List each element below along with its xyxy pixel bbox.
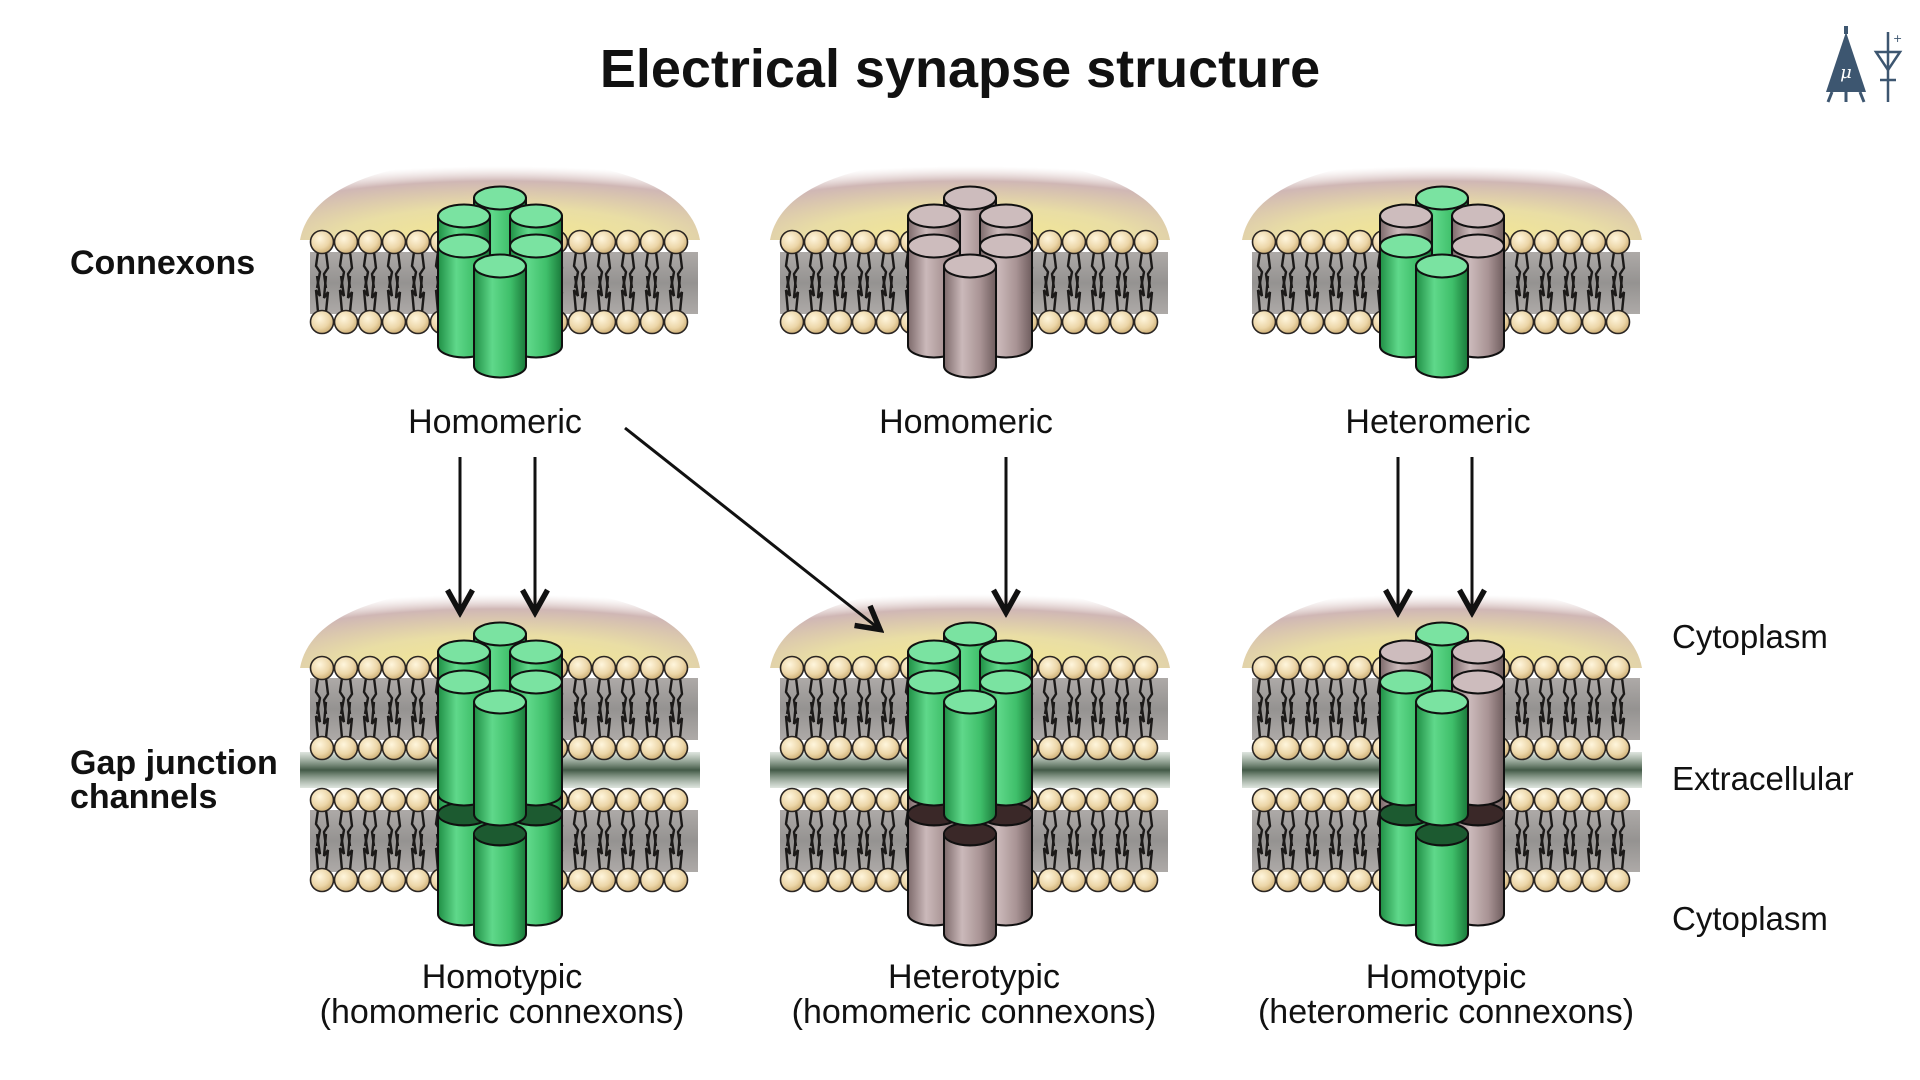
side-label-cytoplasm-top: Cytoplasm: [1672, 618, 1828, 655]
row-label-gap-junction-line1: Gap junction: [70, 744, 278, 782]
gap-junction-panel-1: [300, 586, 700, 947]
gap-junction-2-upper-connexon-connexin-5: [943, 689, 997, 827]
gap-junction-panel-2: [770, 586, 1170, 947]
channel-caption-2: Heterotypic (homomeric connexons): [744, 960, 1204, 1030]
connexon-caption-1: Homomeric: [408, 403, 582, 441]
connexon-panel-3: [1242, 158, 1642, 379]
connexon-2-connexin-5: [943, 253, 997, 379]
channel-caption-2-line1: Heterotypic: [888, 958, 1060, 996]
neuron-pyramid-logo-icon: μ +: [1826, 26, 1903, 103]
connexon-caption-3: Heteromeric: [1345, 403, 1531, 441]
channel-caption-1: Homotypic (homomeric connexons): [272, 960, 732, 1030]
side-label-extracellular: Extracellular: [1672, 760, 1854, 797]
channel-caption-2-line2: (homomeric connexons): [791, 993, 1157, 1031]
connexon-1-membrane-inner-leaflet: [309, 275, 689, 335]
connexon-3-connexin-5: [1415, 253, 1469, 379]
row-label-connexons: Connexons: [70, 244, 256, 282]
gap-junction-3-upper-connexon-connexin-5: [1415, 689, 1469, 827]
gap-junction-3-upper-membrane-inner-leaflet: [1251, 701, 1631, 761]
channel-caption-1-line2: (homomeric connexons): [319, 993, 685, 1031]
channel-caption-3-line1: Homotypic: [1365, 958, 1527, 996]
row-label-gap-junction-line2: channels: [70, 778, 218, 816]
connexon-panel-1: [300, 158, 700, 379]
gap-junction-1-upper-membrane-outer-leaflet: [309, 655, 689, 715]
channel-caption-3: Homotypic (heteromeric connexons): [1216, 960, 1676, 1030]
connexon-1-connexin-5: [473, 253, 527, 379]
connexon-panel-2: [770, 158, 1170, 379]
svg-text:μ: μ: [1840, 62, 1852, 83]
svg-text:+: +: [1893, 32, 1902, 45]
channel-caption-1-line1: Homotypic: [421, 958, 583, 996]
arrow-3: [624, 426, 878, 628]
channel-caption-3-line2: (heteromeric connexons): [1257, 993, 1635, 1031]
gap-junction-panel-3: [1242, 586, 1642, 947]
connexon-2-membrane-inner-leaflet: [779, 275, 1159, 335]
page-title: Electrical synapse structure: [599, 39, 1321, 99]
side-label-cytoplasm-bottom: Cytoplasm: [1672, 900, 1828, 937]
gap-junction-1-upper-connexon-connexin-5: [473, 689, 527, 827]
connexon-caption-2: Homomeric: [879, 403, 1053, 441]
